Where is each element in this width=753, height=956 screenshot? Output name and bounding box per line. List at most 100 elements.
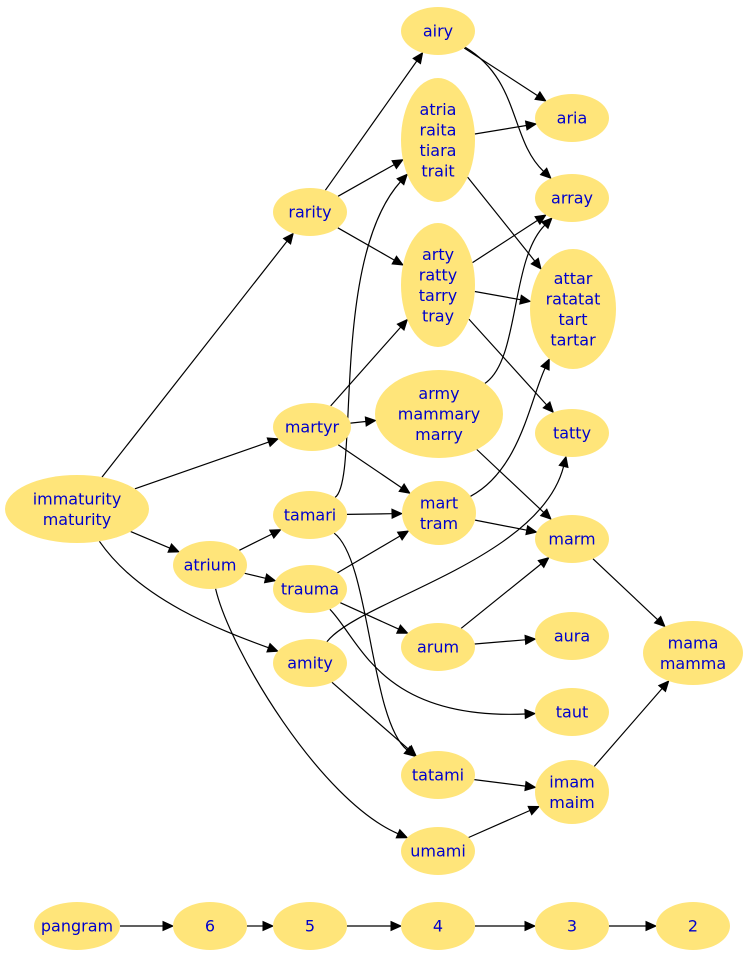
node-ellipse-tatty — [535, 409, 609, 457]
edge-army-to-marm — [476, 449, 545, 513]
edge-atrium-to-trauma — [244, 572, 266, 579]
node-ellipse-tamari — [273, 491, 347, 539]
arrowhead-army-to-marm — [539, 508, 552, 521]
node-label: ratatat — [546, 289, 601, 308]
arrowhead-arty-to-array — [534, 214, 547, 226]
arrowhead-arty-to-tatty — [542, 401, 555, 414]
node-label: mart — [420, 493, 458, 512]
node-label: raita — [420, 120, 457, 139]
node-ellipse-tatami — [401, 751, 475, 799]
node-taut: taut — [535, 688, 609, 736]
node-label: tray — [422, 306, 454, 325]
arrowhead-arum-to-aura — [524, 634, 537, 646]
arrowhead-trauma-to-arum — [395, 624, 409, 634]
edge-airy-to-array — [464, 46, 545, 172]
edge-trauma-to-mart — [337, 535, 401, 574]
node-ellipse-airy — [401, 7, 475, 55]
arrowhead-rarity-to-atria — [391, 159, 404, 170]
arrowhead-atrium-to-trauma — [263, 573, 277, 584]
node-label: tram — [420, 514, 458, 533]
edge-tamari-to-mart — [346, 513, 393, 515]
node-label: marry — [415, 425, 463, 444]
node-label: rarity — [288, 203, 331, 222]
node-label: 5 — [305, 917, 315, 936]
node-label: pangram — [41, 917, 113, 936]
node-label: immaturity — [33, 489, 122, 508]
node-ellipse-rarity — [273, 188, 347, 236]
arrowhead-imam-to-mama — [657, 680, 670, 693]
node-ellipse-taut — [535, 688, 609, 736]
node-array: array — [535, 174, 609, 222]
arrowhead-marm-to-mama — [653, 615, 666, 628]
node-label: arty — [422, 245, 454, 264]
arrowhead-arty-to-attar — [519, 294, 532, 305]
edge-arum-to-marm — [460, 563, 542, 629]
edge-arty-to-array — [472, 219, 538, 264]
node-tamari: tamari — [273, 491, 347, 539]
node-ellipse-l5 — [273, 902, 347, 950]
arrowhead-immaturity-to-martyr — [266, 437, 280, 448]
edge-tamari-to-tatami — [333, 532, 408, 751]
node-airy: airy — [401, 7, 475, 55]
arrowhead-l6-to-l5 — [262, 920, 275, 932]
edge-martyr-to-army — [350, 420, 366, 424]
node-ellipse-atria — [401, 78, 475, 202]
node-label: attar — [554, 269, 593, 288]
edge-rarity-to-atria — [337, 164, 395, 197]
node-arum: arum — [401, 623, 475, 671]
node-ellipse-l4 — [401, 902, 475, 950]
edge-trauma-to-arum — [340, 602, 399, 630]
node-l5: 5 — [273, 902, 347, 950]
node-l4: 4 — [401, 902, 475, 950]
edge-amity-to-tatty — [326, 466, 565, 643]
node-rarity: rarity — [273, 188, 347, 236]
edge-rarity-to-airy — [324, 60, 418, 191]
edge-immaturity-to-atrium — [130, 531, 170, 549]
node-marm: marm — [535, 515, 609, 563]
node-l3: 3 — [535, 902, 609, 950]
node-label: taut — [556, 703, 589, 722]
node-label: tatty — [553, 424, 591, 443]
node-ellipse-amity — [273, 639, 347, 687]
arrowhead-l3-to-l2 — [645, 920, 658, 932]
arrowhead-airy-to-aria — [534, 90, 547, 102]
node-label: army — [418, 384, 459, 403]
arrowhead-trauma-to-taut — [524, 708, 537, 720]
edge-arty-to-attar — [474, 290, 521, 301]
edge-arum-to-aura — [474, 639, 526, 645]
edge-tamari-to-atria — [334, 181, 401, 498]
edge-imam-to-mama — [593, 688, 663, 767]
node-ellipse-attar — [530, 249, 616, 369]
arrowhead-immaturity-to-rarity — [282, 232, 294, 245]
node-label: 6 — [205, 917, 215, 936]
node-ellipse-mama — [643, 621, 743, 685]
arrowhead-martyr-to-mart — [398, 482, 411, 494]
edge-amity-to-tatami — [331, 681, 409, 750]
edge-army-to-array — [484, 224, 546, 384]
node-aria: aria — [535, 94, 609, 142]
node-martyr: martyr — [273, 403, 351, 451]
arrowhead-immaturity-to-atrium — [167, 542, 181, 553]
arrowhead-umami-to-imam — [527, 805, 541, 816]
node-ellipse-army — [375, 370, 503, 458]
arrowhead-l4-to-l3 — [524, 920, 537, 932]
arrowhead-martyr-to-army — [364, 416, 377, 427]
arrowhead-l5-to-l4 — [390, 920, 403, 932]
arrowhead-amity-to-tatami — [404, 744, 417, 757]
arrowhead-atrium-to-umami — [395, 828, 409, 839]
edge-marm-to-mama — [592, 558, 659, 621]
edge-layer — [98, 46, 670, 932]
node-label: ratty — [419, 265, 457, 284]
node-ellipse-l2 — [656, 902, 730, 950]
node-label: umami — [410, 842, 466, 861]
edge-mart-to-marm — [474, 519, 527, 531]
node-ellipse-atrium — [173, 541, 247, 589]
edge-atrium-to-tamari — [239, 533, 273, 551]
node-label: tamari — [284, 506, 337, 525]
